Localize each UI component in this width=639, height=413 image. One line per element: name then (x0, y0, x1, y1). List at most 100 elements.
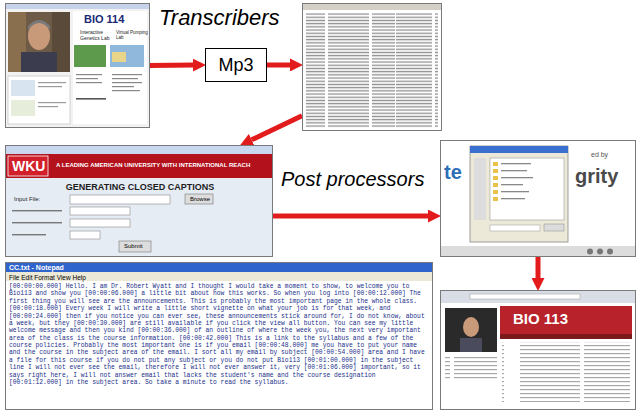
video-frame (445, 308, 497, 352)
slide-bullet (76, 78, 98, 79)
field-label (12, 210, 62, 211)
course-title: BIO 114 (84, 13, 124, 26)
file-name (501, 170, 527, 171)
flow-label: Post processors (280, 168, 425, 191)
slide-picture (112, 52, 126, 62)
formula (76, 98, 106, 100)
course-page-screenshot (440, 290, 636, 410)
slide-bullet (76, 74, 102, 75)
tegrity-window: te ed by grity (440, 140, 636, 257)
input-field (70, 195, 170, 204)
field-label (12, 222, 62, 223)
toolbar-icon (597, 249, 603, 255)
caption-tool-window: WKU A LEADING AMERICAN UNIVERSITY WITH IN… (5, 145, 273, 257)
slide-bullet (112, 90, 140, 91)
slide-thumb (11, 100, 35, 116)
window-ground (5, 262, 433, 410)
shirt (460, 338, 482, 352)
transcript-window (302, 3, 442, 131)
dialog-title-bar (470, 146, 568, 153)
folder-icon (493, 169, 498, 173)
folder-icon (493, 176, 498, 180)
button (185, 194, 213, 204)
slide-bullet (112, 78, 138, 79)
window-ground (5, 145, 273, 257)
page-text (502, 342, 630, 402)
toolbar (440, 246, 636, 257)
caption-file-text: [00:00:00.000] Hello. I am Dr. Robert Wy… (9, 283, 429, 386)
course-title: BIO 113 (513, 310, 568, 327)
slide-heading: Virtual Pumping Lab (116, 30, 150, 40)
menu-bar (5, 272, 433, 281)
flow-arrow (252, 116, 302, 140)
list-row (38, 86, 62, 87)
folder-icon (493, 197, 498, 201)
document-ground (302, 3, 442, 131)
field-label: Input File: (14, 196, 40, 203)
logo-fragment: ed by (591, 151, 608, 159)
input-field (70, 207, 130, 215)
folder-icon (493, 162, 498, 166)
slide-picture (74, 45, 106, 67)
header-bar (5, 154, 273, 178)
nav-strip (500, 334, 632, 339)
places-bar (474, 158, 486, 220)
list-row (38, 106, 58, 107)
slide-picture (110, 45, 144, 67)
title-bar (302, 3, 442, 10)
button (544, 224, 564, 231)
logo-fragment: te (444, 161, 462, 184)
input-field (70, 219, 130, 227)
tool-heading: GENERATING CLOSED CAPTIONS (6, 182, 274, 192)
button (119, 241, 151, 252)
file-name (501, 184, 523, 185)
title-bar (5, 145, 273, 154)
slide-thumb (11, 80, 35, 96)
tegrity-screenshot (440, 140, 636, 257)
file-name (501, 191, 529, 192)
name-field (490, 225, 540, 231)
tagline: A LEADING AMERICAN UNIVERSITY WITH INTER… (56, 162, 250, 169)
folder-icon (493, 183, 498, 187)
lecture-window: BIO 114Interactive Genetics LabVirtual P… (5, 3, 150, 128)
window-ground (5, 3, 150, 128)
logo-block (8, 156, 48, 176)
flow-arrow (150, 63, 193, 68)
transcript-document (302, 3, 442, 131)
hair (28, 20, 50, 30)
course-banner (500, 306, 632, 334)
flow-label: Transcribers (158, 5, 281, 30)
caption-text (445, 356, 497, 380)
notepad-screenshot (5, 262, 433, 410)
transcript-lines (306, 13, 438, 128)
caption-tool-screenshot (5, 145, 273, 257)
shirt (21, 52, 57, 72)
toolbar-icon (587, 249, 593, 255)
lecture-screenshot (5, 3, 150, 128)
browser-bar (440, 290, 636, 303)
slide-bullet (112, 86, 134, 87)
select-field (70, 231, 100, 239)
button-label: Submit (124, 243, 143, 250)
list-row (38, 82, 66, 83)
toolbar-icon (607, 249, 613, 255)
slide-area (73, 11, 147, 124)
format-box: Mp3 (205, 48, 267, 82)
slide-bullet (112, 82, 142, 83)
menu-items: File Edit Format View Help (9, 274, 86, 281)
file-list (490, 158, 564, 220)
slide-heading: Interactive Genetics Lab (80, 30, 114, 42)
file-name (501, 177, 533, 178)
face (463, 317, 479, 337)
logo-text: WKU (12, 158, 45, 174)
flow-arrow (267, 62, 290, 67)
logo-fragment: grity (575, 165, 618, 188)
file-dialog (470, 146, 568, 242)
slide-bullet (112, 74, 142, 75)
window-ground (440, 290, 636, 410)
slide-bullet (76, 82, 102, 83)
window-ground (440, 140, 636, 257)
video-frame (8, 12, 70, 72)
title-bar (5, 262, 433, 272)
